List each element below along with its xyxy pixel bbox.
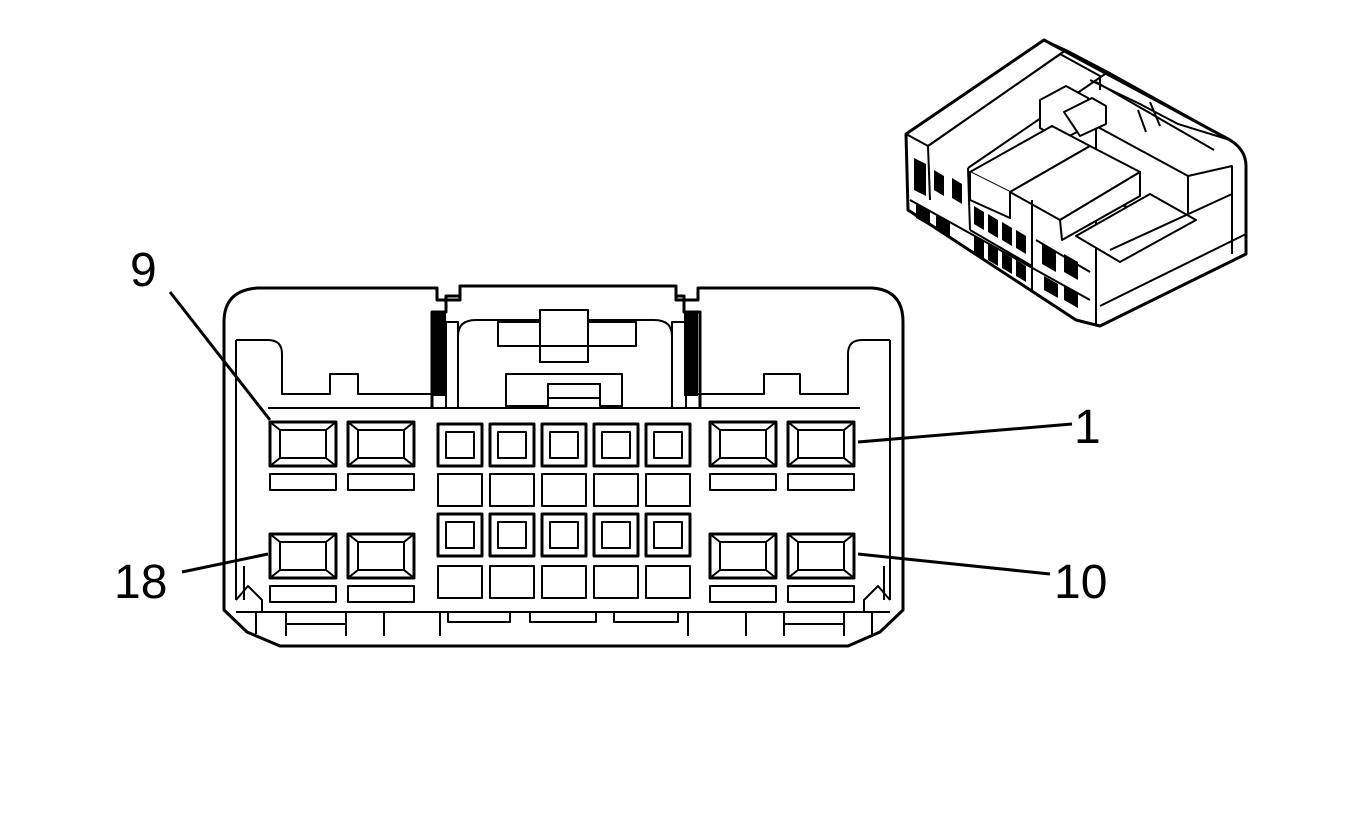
cavity-group-upper-left <box>268 420 416 491</box>
pin-label-9: 9 <box>130 244 157 297</box>
cavity-group-lower-right <box>708 532 856 603</box>
leader-line-pin-1 <box>857 422 1073 444</box>
leader-line-pin-18 <box>181 552 269 574</box>
leader-line-pin-10 <box>857 552 1051 576</box>
connector-isometric-view <box>904 38 1248 328</box>
cavity-group-lower-left <box>268 532 416 603</box>
pin-label-18: 18 <box>114 556 167 609</box>
connector-face-view <box>222 284 905 648</box>
cavity-group-upper-right <box>708 420 856 491</box>
pin-callouts: 9 1 18 10 <box>114 244 1107 609</box>
leader-line-pin-9 <box>168 291 272 421</box>
housing-outline <box>222 284 905 648</box>
pin-label-10: 10 <box>1054 556 1107 609</box>
pin-label-1: 1 <box>1074 401 1101 454</box>
bottom-rail <box>236 611 890 636</box>
cavity-group-center <box>436 422 692 599</box>
